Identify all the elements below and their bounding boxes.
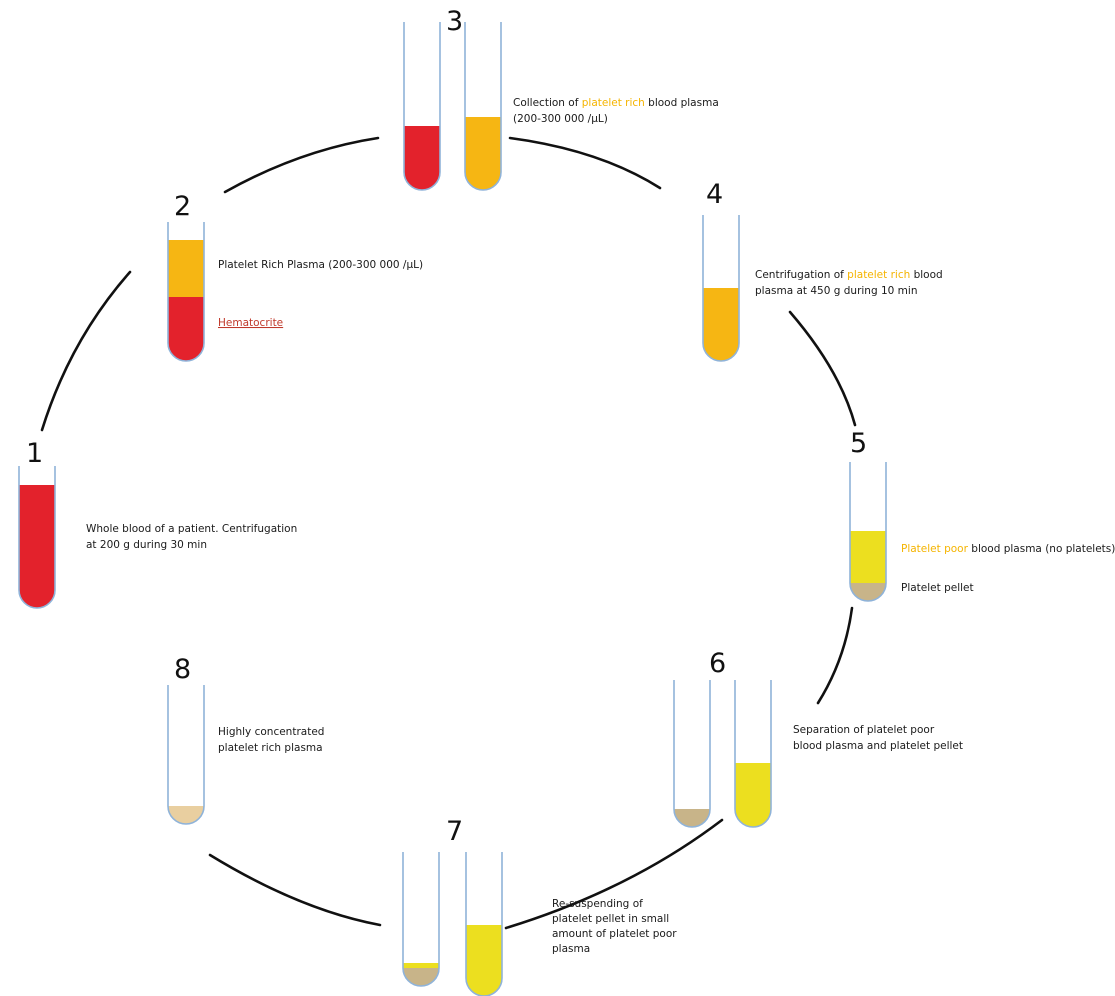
platelet-rich-plasma-fill	[465, 117, 501, 190]
step-1-number: 1	[26, 438, 43, 469]
step-1-caption: Whole blood of a patient. Centrifugation…	[86, 523, 301, 551]
step-8-tube	[167, 685, 205, 825]
step-1-tube	[18, 466, 56, 609]
hematocrite-layer	[168, 297, 204, 361]
step-1-caption-line2: at 200 g during 30 min	[86, 539, 207, 551]
step-2: 2 Platelet Rich Plasma (200-300 000 /µL)…	[167, 191, 423, 362]
step-8: 8 Highly concentrated platelet rich plas…	[167, 654, 328, 825]
tube-outline	[18, 466, 56, 609]
step-2-label-top: Platelet Rich Plasma (200-300 000 /µL)	[218, 259, 423, 271]
concentrated-prp-fill	[168, 806, 204, 824]
step-2-number: 2	[174, 191, 191, 222]
step-8-caption: Highly concentrated platelet rich plasma	[218, 726, 328, 754]
step-4-caption: Centrifugation of platelet rich blood pl…	[755, 269, 946, 297]
tube-outline	[402, 852, 440, 987]
platelet-poor-plasma-fill	[466, 925, 502, 996]
step-5-label-top: Platelet poor blood plasma (no platelets…	[901, 543, 1115, 555]
tube-outline	[403, 22, 441, 191]
step-7-tube-left	[402, 852, 440, 987]
step-6-tube-left	[673, 680, 711, 828]
step-5-number: 5	[850, 428, 867, 459]
platelet-poor-plasma-fill	[735, 763, 771, 827]
platelet-pellet-fill	[674, 809, 710, 827]
connector-6-7	[504, 818, 724, 930]
connector-4-5	[788, 310, 857, 427]
connector-7-8	[208, 853, 382, 927]
step-3-caption-post: blood plasma	[645, 97, 719, 109]
step-4-caption-line2: plasma at 450 g during 10 min	[755, 285, 917, 297]
step-8-caption-line1: Highly concentrated	[218, 726, 324, 738]
step-7-caption-line3: amount of platelet poor	[552, 928, 677, 940]
step-5-tube	[849, 462, 887, 602]
platelet-rich-plasma-layer	[168, 240, 204, 297]
step-4-tube	[702, 215, 740, 362]
connector-3-4	[508, 136, 662, 190]
step-7-caption: Re-suspending of platelet pellet in smal…	[552, 898, 680, 955]
step-8-caption-line2: platelet rich plasma	[218, 742, 323, 754]
step-3-caption: Collection of platelet rich blood plasma…	[513, 97, 722, 125]
tube-outline	[465, 852, 503, 996]
tube-outline	[849, 462, 887, 602]
step-5-label-bottom: Platelet pellet	[901, 582, 974, 594]
cycle-connectors	[40, 136, 857, 930]
step-8-number: 8	[174, 654, 191, 685]
platelet-poor-plasma-fill	[850, 531, 886, 583]
step-6-caption: Separation of platelet poor blood plasma…	[793, 724, 963, 752]
tube-outline	[734, 680, 772, 828]
step-2-label-bottom: Hematocrite	[218, 317, 283, 329]
tube-outline	[673, 680, 711, 828]
step-6: 6 Separation of platelet poor blood plas…	[673, 648, 963, 828]
step-3-caption-pre: Collection of	[513, 97, 582, 109]
resuspended-pellet-fill	[403, 963, 439, 968]
step-7-number: 7	[446, 816, 463, 847]
step-1: 1 Whole blood of a patient. Centrifugati…	[18, 438, 301, 609]
step-5-label-rest: blood plasma (no platelets)	[968, 543, 1115, 555]
connector-1-2	[40, 270, 132, 432]
platelet-rich-plasma-fill	[703, 288, 739, 361]
step-3-caption-line2: (200-300 000 /µL)	[513, 113, 608, 125]
tube-outline	[167, 685, 205, 825]
step-7-tube-right	[465, 852, 503, 996]
step-5: 5 Platelet poor blood plasma (no platele…	[849, 428, 1115, 602]
step-4-number: 4	[706, 179, 723, 210]
step-3: 3 Collection of platelet rich blood plas…	[403, 6, 722, 191]
tube-outline	[167, 222, 205, 362]
whole-blood-fill	[19, 485, 55, 608]
connector-5-6	[816, 606, 854, 705]
step-3-tube-right	[464, 22, 502, 191]
step-4: 4 Centrifugation of platelet rich blood …	[702, 179, 946, 362]
connector-2-3	[223, 136, 380, 194]
step-3-number: 3	[446, 6, 463, 37]
step-3-caption-highlight: platelet rich	[582, 97, 645, 109]
step-4-caption-post: blood	[910, 269, 942, 281]
step-6-number: 6	[709, 648, 726, 679]
step-4-caption-pre: Centrifugation of	[755, 269, 847, 281]
step-7-caption-line1: Re-suspending of	[552, 898, 643, 910]
step-7-caption-line2: platelet pellet in small	[552, 913, 669, 925]
step-1-caption-line1: Whole blood of a patient. Centrifugation	[86, 523, 297, 535]
step-4-caption-highlight: platelet rich	[847, 269, 910, 281]
step-6-tube-right	[734, 680, 772, 828]
step-6-caption-line2: blood plasma and platelet pellet	[793, 740, 963, 752]
tube-outline	[702, 215, 740, 362]
step-7: 7 Re-suspending of platelet pellet in sm…	[402, 816, 680, 996]
blood-fill	[404, 126, 440, 190]
step-5-label-highlight: Platelet poor	[901, 543, 969, 555]
tube-outline	[464, 22, 502, 191]
step-7-caption-line4: plasma	[552, 943, 590, 955]
platelet-pellet-fill	[403, 968, 439, 986]
step-6-caption-line1: Separation of platelet poor	[793, 724, 935, 736]
step-2-tube	[167, 222, 205, 362]
step-3-tube-left	[403, 22, 441, 191]
platelet-pellet-fill	[850, 583, 886, 601]
